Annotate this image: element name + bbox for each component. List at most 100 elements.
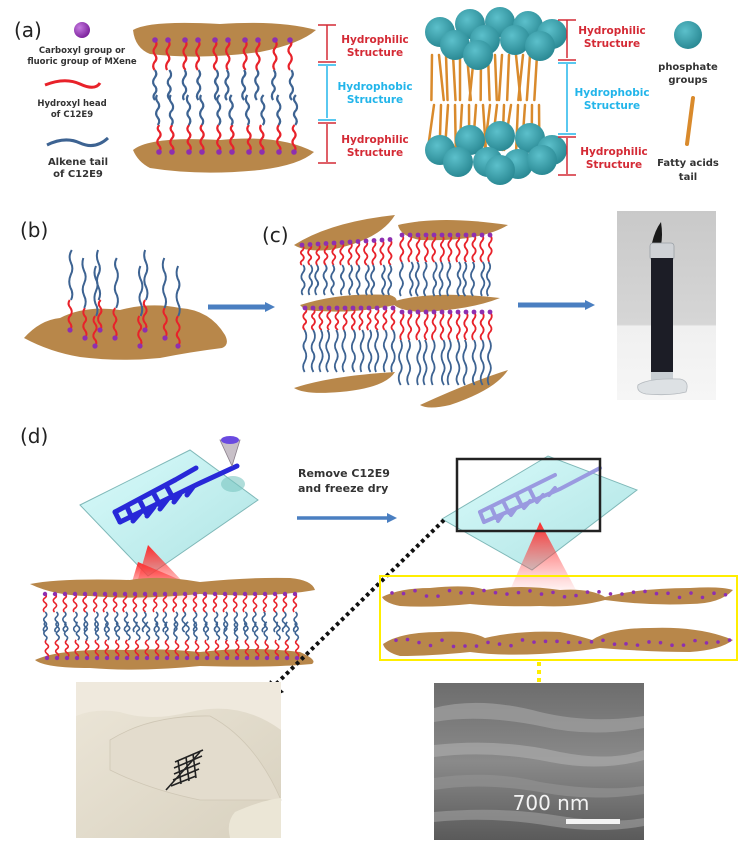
carboxyl-dot: [212, 37, 218, 43]
hydrophilic-label-bottom-b: Hydrophilic: [580, 146, 648, 158]
surfactant-tail: [213, 69, 220, 101]
carboxyl-dot: [700, 595, 705, 600]
printed-electrode-lavender: [478, 466, 602, 524]
surfactant-head: [165, 39, 171, 71]
surfactant-head: [124, 639, 130, 659]
surfactant-tail: [195, 69, 202, 101]
surfactant-head: [347, 241, 353, 266]
carboxyl-dot: [431, 232, 437, 238]
carboxyl-dot: [307, 242, 313, 247]
surfactant-tail: [359, 329, 365, 373]
carboxyl-dot: [84, 655, 90, 661]
surfactant-head: [299, 244, 305, 266]
surfactant-tail: [479, 339, 485, 386]
surfactant-head: [274, 639, 280, 659]
surfactant-head: [276, 124, 282, 153]
surfactant-tail: [300, 264, 306, 296]
surfactant-tail: [440, 339, 446, 386]
carboxyl-dot: [723, 593, 728, 597]
carboxyl-dot: [479, 309, 485, 315]
surfactant-head: [216, 124, 222, 153]
surfactant-head: [463, 234, 469, 263]
nozzle-ink-icon: [221, 436, 239, 444]
fatty-acid-tail: [430, 53, 434, 102]
surfactant-tail: [145, 621, 151, 641]
surfactant-head: [94, 639, 100, 659]
phosphate-ball: [527, 145, 557, 175]
carboxyl-dot: [532, 640, 536, 644]
carboxyl-dot: [423, 232, 429, 238]
surfactant-head: [62, 593, 68, 613]
legend-alkene-line1: Alkene tail: [48, 157, 108, 168]
surfactant-head: [246, 124, 252, 153]
surfactant-tail: [224, 69, 230, 101]
carboxyl-dot: [134, 655, 140, 661]
carboxyl-dot: [459, 591, 463, 595]
surfactant-tail: [228, 94, 234, 126]
surfactant-head: [172, 593, 178, 613]
surfactant-head: [439, 311, 445, 341]
surfactant-head: [374, 307, 380, 331]
carboxyl-dot: [578, 640, 582, 645]
surfactant-head: [342, 307, 348, 331]
carboxyl-dot: [254, 655, 260, 661]
surfactant-tail: [141, 611, 147, 633]
carboxyl-dot: [727, 638, 732, 642]
carboxyl-dot: [350, 305, 356, 311]
carboxyl-dot: [417, 640, 421, 645]
carboxyl-dot: [693, 638, 697, 643]
surfactant-head: [487, 311, 493, 341]
surfactant-head: [184, 639, 190, 659]
carboxyl-dot: [394, 638, 398, 643]
carboxyl-dot: [142, 327, 148, 333]
surfactant-head: [326, 307, 332, 331]
scale-bar: [566, 819, 620, 824]
carboxyl-dot: [342, 305, 348, 311]
surfactant-tail: [143, 249, 149, 301]
surfactant-tail: [416, 339, 422, 386]
carboxyl-dot: [474, 644, 479, 648]
carboxyl-dot-icon: [74, 22, 90, 38]
surfactant-tail: [94, 621, 100, 641]
surfactant-head: [142, 593, 148, 613]
carboxyl-dot: [407, 232, 413, 238]
carboxyl-dot: [114, 655, 120, 661]
carboxyl-dot: [264, 655, 270, 661]
surfactant-head: [382, 307, 388, 331]
carboxyl-dot: [486, 640, 490, 645]
surfactant-tail: [456, 261, 462, 297]
carboxyl-dot: [299, 242, 305, 248]
phosphate-ball-icon: [674, 21, 702, 49]
surfactant-tail: [81, 257, 87, 309]
carboxyl-dot: [214, 655, 220, 661]
surfactant-tail: [314, 264, 320, 296]
surfactant-tail: [168, 94, 175, 126]
surfactant-head: [390, 307, 396, 331]
mxene-lamella-a: [133, 22, 316, 173]
carboxyl-dot: [204, 655, 210, 661]
carboxyl-dot: [440, 638, 444, 642]
surfactant-tail: [162, 611, 168, 633]
surfactant-head: [255, 39, 261, 71]
carboxyl-dot: [294, 655, 300, 661]
phosphate-ball: [463, 40, 493, 70]
surfactant-tail: [432, 261, 438, 297]
surfactant-tail: [355, 264, 361, 296]
surfactant-head: [212, 39, 218, 71]
surfactant-head: [122, 593, 128, 613]
carboxyl-dot: [255, 37, 261, 43]
surfactant-head: [144, 639, 150, 659]
carboxyl-dot: [242, 37, 248, 43]
surfactant-head: [102, 593, 108, 613]
surfactant-head: [222, 593, 228, 613]
surfactant-tail: [254, 69, 260, 101]
carboxyl-dot: [112, 591, 118, 597]
carboxyl-dot: [601, 638, 605, 643]
carboxyl-dot: [222, 591, 228, 597]
carboxyl-dot: [428, 643, 433, 648]
surfactant-head: [67, 299, 73, 331]
surfactant-head: [174, 639, 180, 659]
surfactant-tail: [137, 265, 144, 317]
surfactant-tail: [123, 611, 129, 633]
